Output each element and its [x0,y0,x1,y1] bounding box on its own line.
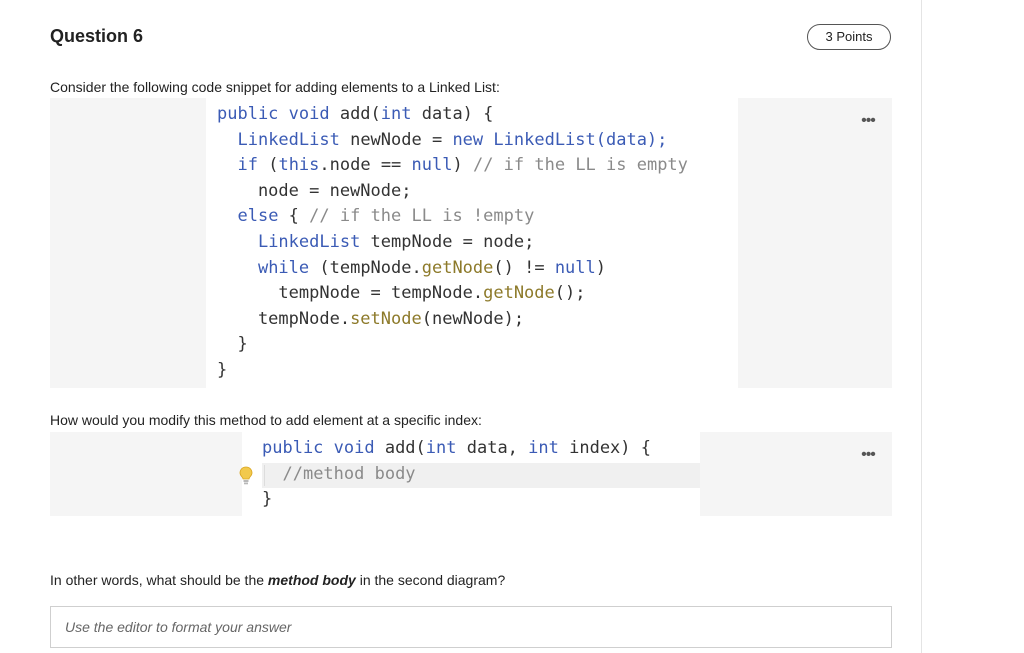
code-line: LinkedList tempNode = node; [217,230,688,256]
code-token: null [554,257,596,278]
code-token: //method body [282,463,416,484]
indent-guide [264,465,265,486]
code-token: int [425,438,457,458]
code-token: ( [257,155,279,176]
code-line: else { // if the LL is !empty [217,204,688,230]
code-token: public void [217,104,340,124]
code-diagram-2: public void add(int data, int index) { /… [50,432,892,516]
code-line: } [217,358,688,384]
code-line: tempNode.setNode(newNode); [217,307,688,333]
code-token: int [528,438,559,458]
code-token: tempNode = node; [360,231,535,252]
code-token: (tempNode. [309,257,422,278]
code-line: tempNode = tempNode.getNode(); [217,281,688,307]
code-line: node = newNode; [217,179,688,205]
code-token: tempNode. [217,308,351,329]
prompt-text: in the second diagram? [355,572,506,588]
code-token: } [262,489,273,510]
code-token: this [278,155,320,176]
answer-input[interactable] [50,606,892,648]
code-token: if [237,155,258,176]
code-line: //method body [262,462,651,488]
code-token: getNode [421,257,494,278]
code-token: { [278,206,310,227]
prompt-consider: Consider the following code snippet for … [50,79,500,95]
code-token: null [411,155,453,176]
code-token: LinkedList(data); [493,129,668,150]
prompt-modify: How would you modify this method to add … [50,412,482,428]
code-token [217,206,237,226]
code-token: tempNode = tempNode. [217,283,484,304]
code-snippet-add: public void add(int data) { LinkedList n… [217,102,688,384]
lightbulb-icon [239,466,253,485]
code-token: newNode = [339,129,453,150]
code-token: index) { [558,438,651,458]
code-token [217,155,237,175]
code-token: // if the LL is !empty [309,206,535,227]
code-line: } [217,332,688,358]
code-token [217,232,258,252]
code-token: data) { [411,104,494,124]
code-token [217,258,258,278]
code-token: getNode [483,283,555,304]
code-token: public void [262,438,385,458]
code-token: add( [384,438,426,458]
code-token: setNode [350,308,422,329]
code-diagram-1: public void add(int data) { LinkedList n… [50,98,892,388]
code-token: LinkedList [257,231,361,252]
question-title: Question 6 [50,26,144,46]
code-token: add( [339,104,381,124]
code-token: } [217,334,248,355]
code-token: new [452,129,484,150]
right-divider [921,0,922,653]
points-badge: 3 Points [807,24,891,50]
code-token: .node == [319,155,412,176]
code-token: LinkedList [237,129,340,150]
code-token: (); [554,283,586,304]
code-line: } [262,487,651,513]
code-line: while (tempNode.getNode() != null) [217,256,688,282]
prompt-text: In other words, what should be the [50,572,268,588]
more-options-icon[interactable]: ••• [861,112,876,129]
code-panel [206,98,738,388]
code-token: while [257,257,310,278]
more-options-icon[interactable]: ••• [861,446,876,463]
code-token: else [237,206,279,227]
code-token: ) [452,155,473,176]
code-token: // if the LL is empty [472,155,688,176]
code-line: LinkedList newNode = new LinkedList(data… [217,128,688,154]
code-token: ) [595,257,607,278]
code-line: public void add(int data, int index) { [262,436,651,462]
code-line: public void add(int data) { [217,102,688,128]
prompt-emphasis: method body [267,572,356,588]
code-token: } [217,359,228,380]
prompt-method-body: In other words, what should be the metho… [50,572,505,588]
code-token: () != [493,257,555,278]
code-token [483,130,493,150]
current-line-highlight [262,463,700,488]
code-token: int [380,104,412,124]
code-token [262,464,282,484]
code-token: (newNode); [421,308,525,329]
code-token: data, [456,438,529,458]
code-token: node = newNode; [217,180,412,201]
code-snippet-add-index: public void add(int data, int index) { /… [262,436,651,513]
code-line: if (this.node == null) // if the LL is e… [217,153,688,179]
code-token [217,130,237,150]
